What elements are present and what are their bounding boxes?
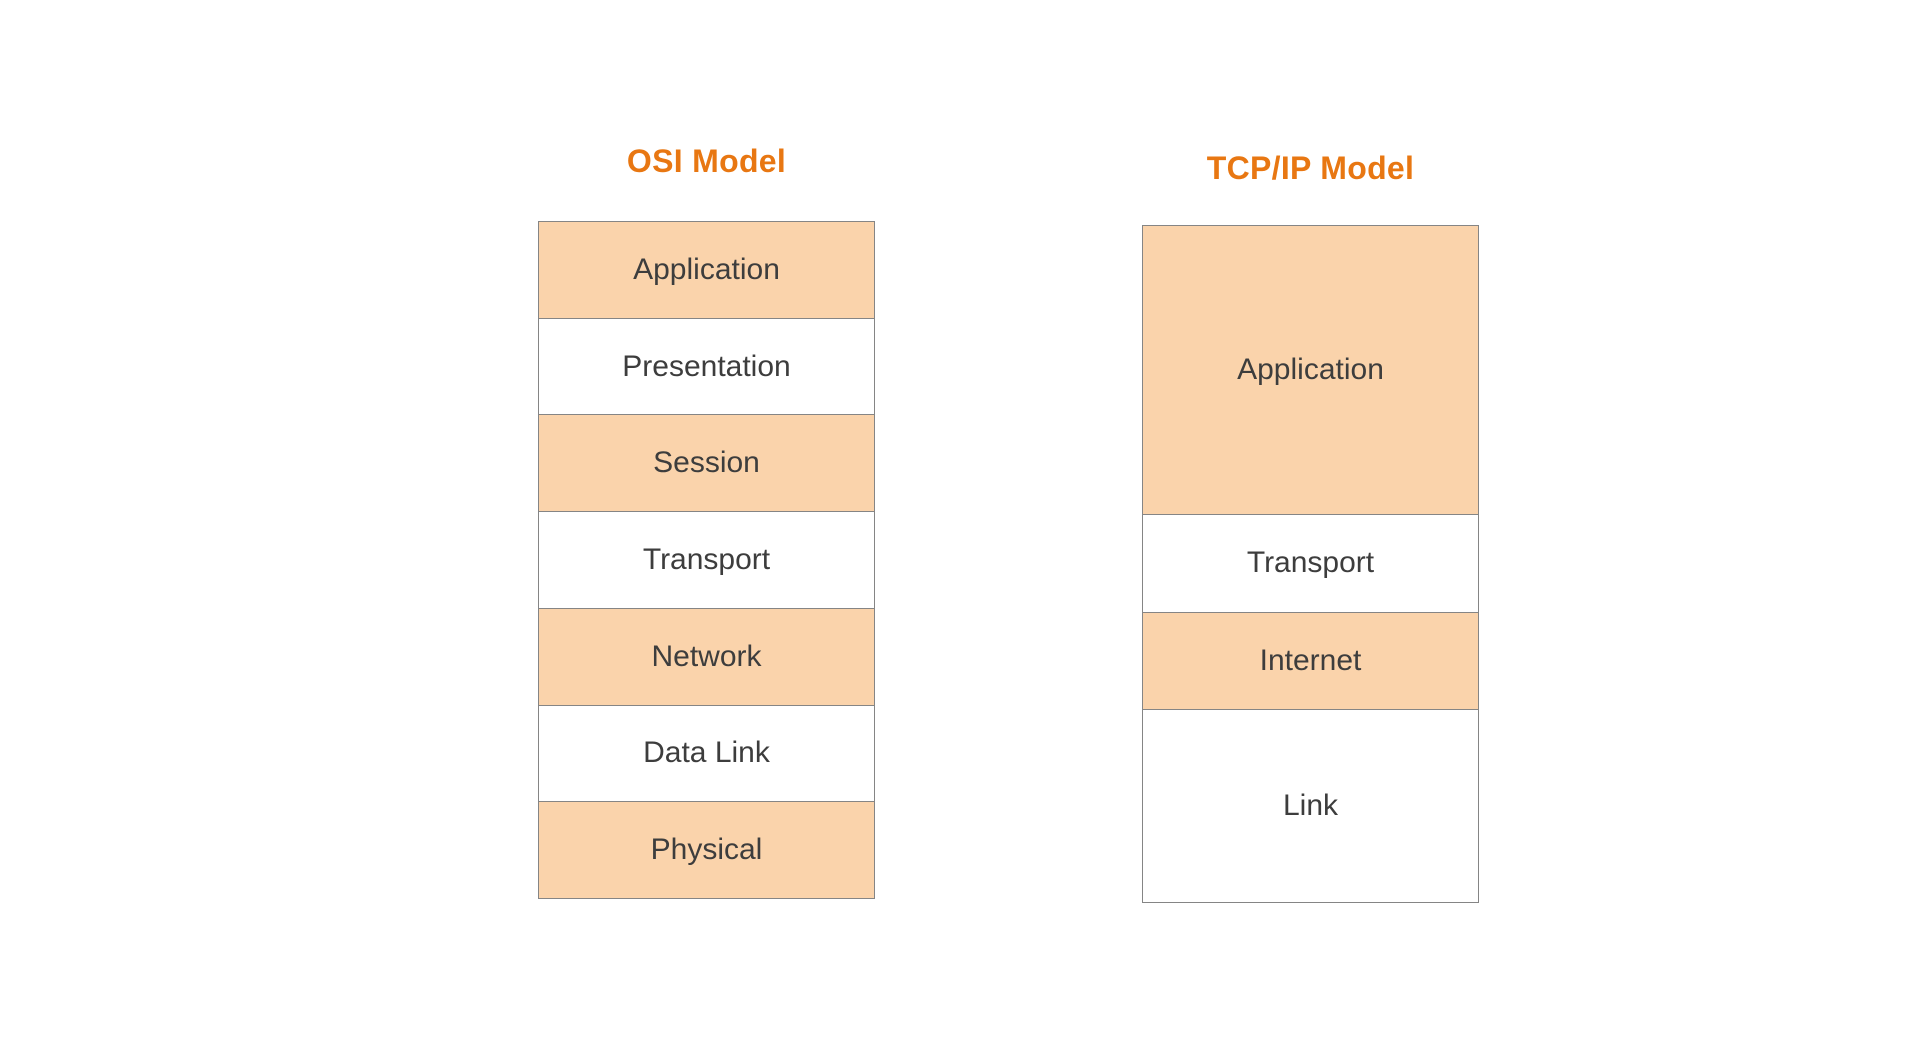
tcpip-layer-internet: Internet <box>1143 612 1478 710</box>
osi-layer-application-label: Application <box>633 252 780 286</box>
tcpip-layer-application-label: Application <box>1237 353 1384 387</box>
tcpip-layer-link: Link <box>1143 709 1478 902</box>
tcpip-layer-stack: Application Transport Internet Link <box>1142 225 1479 903</box>
osi-layer-session: Session <box>539 415 874 513</box>
osi-layer-physical: Physical <box>539 802 874 899</box>
osi-model-column: OSI Model Application Presentation Sessi… <box>538 0 875 1047</box>
osi-layer-presentation: Presentation <box>539 318 874 416</box>
osi-layer-network-label: Network <box>651 639 762 673</box>
osi-layer-data-link-label: Data Link <box>643 736 770 770</box>
tcpip-layer-transport: Transport <box>1143 515 1478 613</box>
tcpip-layer-application: Application <box>1143 226 1478 516</box>
osi-layer-stack: Application Presentation Session Transpo… <box>538 221 875 899</box>
osi-layer-application: Application <box>539 222 874 319</box>
osi-layer-transport: Transport <box>539 512 874 609</box>
osi-layer-network: Network <box>539 608 874 706</box>
tcpip-layer-transport-label: Transport <box>1246 546 1375 580</box>
tcpip-layer-link-label: Link <box>1282 788 1339 822</box>
tcpip-model-title: TCP/IP Model <box>1206 150 1415 186</box>
osi-layer-session-label: Session <box>653 446 760 480</box>
osi-layer-data-link: Data Link <box>539 705 874 803</box>
tcpip-model-column: TCP/IP Model Application Transport Inter… <box>1142 0 1479 1047</box>
osi-model-title: OSI Model <box>626 143 787 179</box>
osi-layer-transport-label: Transport <box>642 543 771 577</box>
osi-layer-physical-label: Physical <box>650 833 763 867</box>
osi-layer-presentation-label: Presentation <box>622 349 791 383</box>
tcpip-layer-internet-label: Internet <box>1259 643 1362 677</box>
